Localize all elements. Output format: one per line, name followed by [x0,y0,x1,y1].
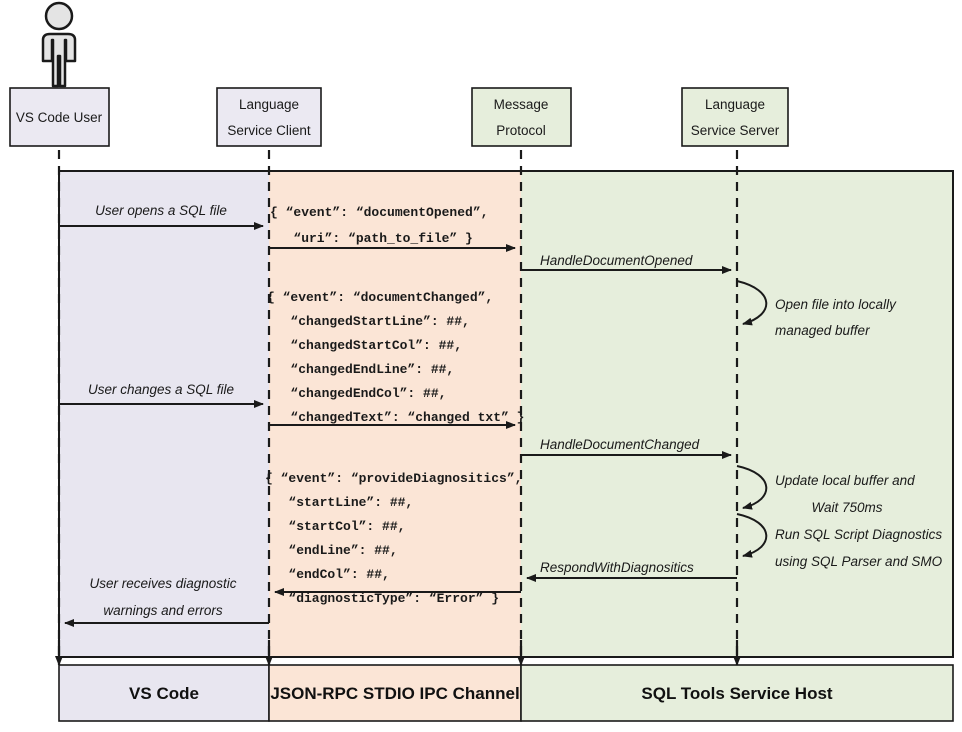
label-respond-with-diagnostics: RespondWithDiagnositics [540,560,694,575]
json-document-opened-line-2: “uri”: “path_to_file” } [270,231,473,246]
self-loop-update-buffer-arc [736,465,768,510]
json-document-opened-line-1: { “event”: “documentOpened”, [270,205,488,220]
lifeline-box-language-service-client[interactable] [216,87,322,147]
self-loop-run-diagnostics[interactable]: Run SQL Script Diagnostics using SQL Par… [736,513,943,569]
lifeline-box-protocol-label-line1: Message [494,97,549,112]
messages-group: User opens a SQL file HandleDocumentOpen… [59,203,737,627]
json-document-changed-line-5: “changedEndCol”: ##, [267,386,446,401]
self-loop-update-buffer[interactable]: Update local buffer and Wait 750ms [736,465,915,515]
label-user-changes-a-sql-file: User changes a SQL file [88,382,234,397]
self-loop-run-diagnostics-arc [736,513,768,558]
note-open-file-line1: Open file into locally [775,297,897,312]
lifeline-header-boxes: VS Code User Language Service Client Mes… [9,87,789,147]
json-block-document-opened: { “event”: “documentOpened”, “uri”: “pat… [270,205,488,246]
self-loop-open-file[interactable]: Open file into locally managed buffer [736,280,897,338]
note-open-file-line2: managed buffer [775,323,870,338]
lifeline-box-client-label-line2: Service Client [227,123,311,138]
footer-band-server[interactable] [520,664,954,722]
label-handle-document-opened: HandleDocumentOpened [540,253,693,268]
json-provide-diagnostics-line-5: “endCol”: ##, [265,567,390,582]
lifeline-box-language-service-server[interactable] [681,87,789,147]
lifeline-box-server-label-line2: Service Server [691,123,780,138]
json-provide-diagnostics-line-3: “startCol”: ##, [265,519,405,534]
json-document-changed-line-2: “changedStartLine”: ##, [267,314,470,329]
json-block-provide-diagnostics: { “event”: “provideDiagnositics”, “start… [265,471,522,606]
footer-bands: VS Code JSON-RPC STDIO IPC Channel SQL T… [58,664,954,722]
swimlane-bands [58,170,954,658]
footer-band-ipc[interactable] [268,664,522,722]
label-user-receives-diagnostics-line2: warnings and errors [103,603,223,618]
footer-band-vscode-label: VS Code [129,684,199,703]
json-document-changed-line-3: “changedStartCol”: ##, [267,338,462,353]
lifelines-group [55,150,741,666]
label-handle-document-changed: HandleDocumentChanged [540,437,700,452]
note-update-buffer-line1: Update local buffer and [775,473,915,488]
note-update-buffer-line2: Wait 750ms [811,500,882,515]
band-vscode-rect [59,171,269,657]
self-loop-open-file-arc [736,280,768,326]
lifeline-box-message-protocol[interactable] [471,87,572,147]
actor-figure [41,1,77,88]
note-run-diagnostics-line2: using SQL Parser and SMO [775,554,943,569]
lifeline-box-protocol-label-line2: Protocol [496,123,546,138]
label-user-receives-diagnostics-line1: User receives diagnostic [89,576,236,591]
footer-band-ipc-label: JSON-RPC STDIO IPC Channel [270,684,519,703]
json-document-changed-line-1: { “event”: “documentChanged”, [267,290,493,305]
label-user-opens-a-sql-file: User opens a SQL file [95,203,227,218]
lifeline-box-vscode-user[interactable] [9,87,110,147]
note-run-diagnostics-line1: Run SQL Script Diagnostics [775,527,942,542]
footer-band-server-label: SQL Tools Service Host [641,684,832,703]
json-block-document-changed: { “event”: “documentChanged”, “changedSt… [267,290,524,425]
lifeline-box-server-label-line1: Language [705,97,765,112]
json-provide-diagnostics-line-2: “startLine”: ##, [265,495,413,510]
json-provide-diagnostics-line-1: { “event”: “provideDiagnositics”, [265,471,522,486]
json-provide-diagnostics-line-6: “diagnosticType”: “Error” } [265,591,499,606]
json-document-changed-line-6: “changedText”: “changed txt” } [267,410,524,425]
json-provide-diagnostics-line-4: “endLine”: ##, [265,543,398,558]
actor-body-icon [41,32,77,88]
json-document-changed-line-4: “changedEndLine”: ##, [267,362,454,377]
lifeline-box-client-label-line1: Language [239,97,299,112]
lifeline-box-vscode-user-label: VS Code User [16,110,103,125]
band-ipc-rect [269,171,521,657]
actor-head-icon [44,1,74,31]
